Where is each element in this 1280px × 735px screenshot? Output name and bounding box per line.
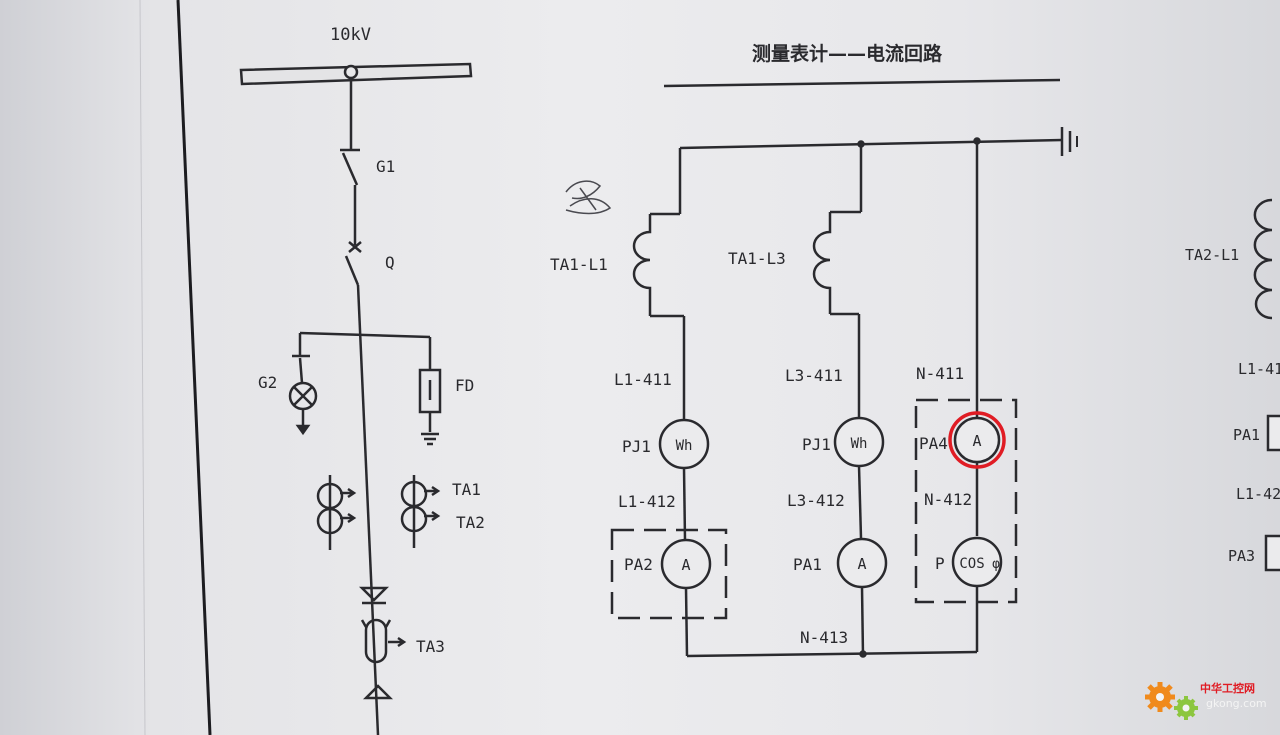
return-bus-n413 xyxy=(686,650,978,658)
ct-l3-coil xyxy=(812,212,832,314)
meter-pa2-symbol: A xyxy=(681,556,690,574)
ct-ta1-label: TA1 xyxy=(452,480,481,499)
cable-head-bottom xyxy=(362,684,394,700)
wire-n-411-label: N-411 xyxy=(916,364,964,383)
meter-pa1-symbol: A xyxy=(857,555,866,573)
wire-n-413-label: N-413 xyxy=(800,628,848,647)
title-underline xyxy=(663,78,1061,88)
right-ct-coil xyxy=(1253,198,1273,320)
primary-single-line: 10kV G1 Q G2 FD xyxy=(239,25,485,735)
l1-wire-bottom xyxy=(684,587,689,657)
page-border-line xyxy=(176,0,212,735)
ct-pair-right xyxy=(400,475,441,548)
meter-pa2-tag: PA2 xyxy=(624,555,653,574)
meter-pj1-a-symbol: Wh xyxy=(676,438,693,454)
right-ct-label: TA2-L1 xyxy=(1185,246,1239,264)
g2-wire xyxy=(298,357,304,384)
watermark-logo: 中华工控网 gkong.com xyxy=(1145,681,1267,720)
gear-icon xyxy=(1145,682,1175,712)
ground-symbol-fd xyxy=(421,432,439,446)
meter-p-symbol: COS xyxy=(959,556,984,572)
meter-pa1-tag: PA1 xyxy=(793,555,822,574)
gear-icon-small xyxy=(1174,696,1198,720)
secondary-top-bus xyxy=(679,138,1063,150)
meter-pa4-tag: PA4 xyxy=(919,434,948,453)
ct-l3-label: TA1-L3 xyxy=(728,249,786,268)
meter-p-phi: φ xyxy=(992,557,1000,572)
ct-ta2-label: TA2 xyxy=(456,513,485,532)
ct-l1-label: TA1-L1 xyxy=(550,255,608,274)
ct-pair-left xyxy=(316,475,357,550)
wire-l3-412-label: L3-412 xyxy=(787,491,845,510)
bus-label: 10kV xyxy=(330,25,371,45)
right-wire-1-label: L1-41 xyxy=(1238,360,1280,378)
meter-pj1-b-tag: PJ1 xyxy=(802,435,831,454)
wire-l1-411-label: L1-411 xyxy=(614,370,672,389)
l1-wire-412 xyxy=(682,467,687,541)
page-edge-line xyxy=(139,0,146,735)
breaker-blade xyxy=(344,255,360,286)
bus-connection-node xyxy=(343,64,359,80)
meter-p-tag: P xyxy=(935,554,945,573)
l3-wire-bottom xyxy=(860,586,865,657)
dashed-group-pa2 xyxy=(610,528,728,620)
meter-pa4-symbol: A xyxy=(972,432,981,450)
g2-ground-arrow xyxy=(295,424,311,436)
wire-l1-412-label: L1-412 xyxy=(618,492,676,511)
arrester-fd-label: FD xyxy=(455,376,474,395)
watermark-brand: 中华工控网 xyxy=(1200,681,1255,695)
ct-l1-coil xyxy=(632,214,652,316)
wire-n-412-label: N-412 xyxy=(924,490,972,509)
breaker-x-mark xyxy=(348,241,362,253)
cable-head-top xyxy=(358,586,390,602)
indicator-g2-label: G2 xyxy=(258,373,277,392)
right-meter-2-label: PA3 xyxy=(1228,547,1255,565)
l3-wire-412 xyxy=(857,465,863,539)
ct-ta3-symbol xyxy=(360,618,407,664)
indicator-lamp-cross xyxy=(293,386,313,406)
right-wire-2-label: L1-42 xyxy=(1236,485,1280,503)
ct-ta3-label: TA3 xyxy=(416,637,445,656)
right-edge-partial xyxy=(1253,198,1280,572)
junction-bottom xyxy=(859,650,867,658)
dashed-group-pa4-p xyxy=(914,398,1018,604)
right-meter-box-1 xyxy=(1266,414,1280,452)
feeder-line-main xyxy=(356,284,380,735)
breaker-q-label: Q xyxy=(385,253,395,272)
right-meter-box-2 xyxy=(1264,534,1280,572)
watermark-site: gkong.com xyxy=(1206,697,1267,710)
meter-pj1-b-symbol: Wh xyxy=(851,436,868,452)
meter-pj1-a-tag: PJ1 xyxy=(622,437,651,456)
disconnector-blade xyxy=(341,152,359,186)
pencil-annotation xyxy=(565,180,612,215)
current-circuit xyxy=(610,127,1078,658)
branch-bus xyxy=(299,331,431,339)
right-meter-1-label: PA1 xyxy=(1233,426,1260,444)
diagram-title: 测量表计——电流回路 xyxy=(752,42,943,65)
circuit-labels: TA1-L1 TA1-L3 L1-411 L3-411 N-411 PJ1 Wh… xyxy=(550,249,1000,647)
highlight-circle-pa4 xyxy=(948,411,1006,469)
wire-l3-411-label: L3-411 xyxy=(785,366,843,385)
switch-g1-label: G1 xyxy=(376,157,395,176)
